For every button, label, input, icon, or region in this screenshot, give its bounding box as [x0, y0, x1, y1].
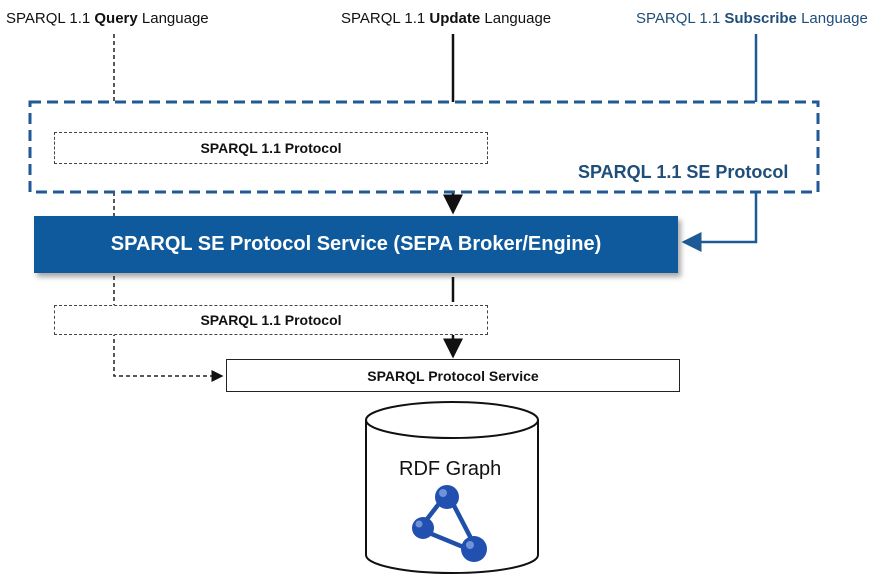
- protocol-box-top: SPARQL 1.1 Protocol: [54, 132, 488, 164]
- se-protocol-title: SPARQL 1.1 SE Protocol: [578, 162, 789, 182]
- protocol-box-bottom: SPARQL 1.1 Protocol: [54, 305, 488, 335]
- sepa-broker-box: SPARQL SE Protocol Service (SEPA Broker/…: [34, 216, 678, 273]
- query-language-label: SPARQL 1.1 Query Language: [6, 10, 209, 27]
- subscribe-language-label: SPARQL 1.1 Subscribe Language: [636, 10, 868, 27]
- update-language-label: SPARQL 1.1 Update Language: [341, 10, 552, 27]
- protocol-service-label: SPARQL Protocol Service: [367, 367, 539, 384]
- protocol-service-box: SPARQL Protocol Service: [226, 359, 680, 392]
- se-protocol-container: [28, 100, 820, 194]
- subscribe-connector-lower: [681, 192, 758, 252]
- protocol-box-bottom-label: SPARQL 1.1 Protocol: [200, 312, 342, 328]
- query-connector-lower: [113, 192, 224, 382]
- rdf-graph-icon: [412, 485, 487, 562]
- protocol-box-top-label: SPARQL 1.1 Protocol: [200, 140, 342, 156]
- rdf-graph-label: RDF Graph: [399, 458, 502, 480]
- sepa-broker-label: SPARQL SE Protocol Service (SEPA Broker/…: [110, 233, 602, 255]
